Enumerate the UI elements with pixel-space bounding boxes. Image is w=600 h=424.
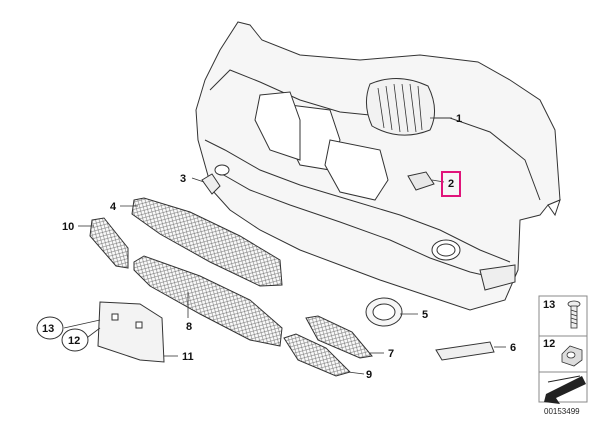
screw-icon bbox=[567, 300, 581, 329]
callout-8: 8 bbox=[186, 321, 192, 333]
callout-13: 13 bbox=[42, 323, 54, 335]
legend-label-12: 12 bbox=[543, 338, 555, 350]
trim-strip bbox=[435, 341, 495, 361]
tow-hook-cover bbox=[407, 171, 435, 191]
callout-5: 5 bbox=[422, 309, 428, 321]
side-grille-left bbox=[89, 217, 129, 269]
callout-10: 10 bbox=[62, 221, 74, 233]
nut-icon bbox=[561, 345, 583, 367]
callout-11: 11 bbox=[182, 351, 194, 363]
callout-4: 4 bbox=[110, 201, 117, 213]
arrow-icon bbox=[544, 375, 586, 404]
callout-7: 7 bbox=[388, 348, 394, 360]
center-grille-lower bbox=[133, 255, 283, 347]
legend-label-13: 13 bbox=[543, 299, 555, 311]
callout-12: 12 bbox=[68, 335, 80, 347]
circled-callouts bbox=[36, 316, 89, 352]
fog-lamp-ring bbox=[365, 297, 403, 327]
callout-6: 6 bbox=[510, 342, 516, 354]
callout-numbers: 1 2 3 4 5 6 7 8 9 10 11 bbox=[62, 113, 516, 381]
callout-9: 9 bbox=[366, 369, 372, 381]
center-grille-upper bbox=[131, 197, 283, 287]
callout-2: 2 bbox=[448, 178, 454, 190]
small-bracket bbox=[201, 173, 221, 195]
side-grille-right-upper bbox=[305, 315, 373, 359]
diagram-id: 00153499 bbox=[544, 407, 580, 416]
highlight-box bbox=[441, 171, 461, 197]
leader-lines bbox=[63, 117, 506, 375]
bumper-cover bbox=[195, 21, 561, 311]
license-plate-bracket bbox=[97, 301, 165, 363]
callout-3: 3 bbox=[180, 173, 186, 185]
kidney-grille bbox=[366, 78, 435, 136]
callout-1: 1 bbox=[456, 113, 462, 125]
